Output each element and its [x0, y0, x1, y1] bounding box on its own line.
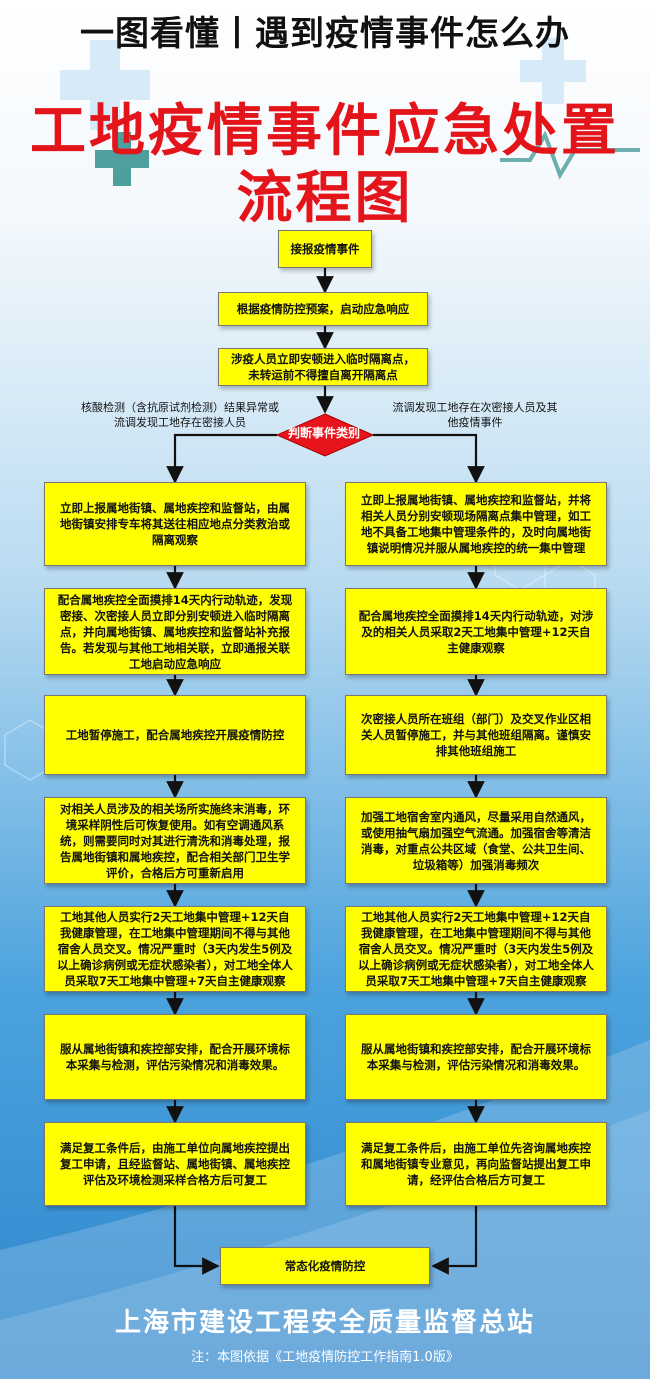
left-step-5: 工地其他人员实行2天工地集中管理+12天自我健康管理，在工地集中管理期间不得与其…	[44, 906, 306, 992]
left-step-7: 满足复工条件后，由施工单位向属地疾控提出复工申请，且经监督站、属地街镇、属地疾控…	[44, 1122, 306, 1206]
top-title: 一图看懂丨遇到疫情事件怎么办	[80, 14, 570, 54]
arrow-connector	[166, 433, 277, 484]
decision-label: 判断事件类别	[287, 426, 360, 440]
step-temporary-isolation: 涉疫人员立即安顿进入临时隔离点，未转运前不得擅自离开隔离点	[218, 348, 428, 386]
left-step-2: 配合属地疾控全面摸排14天内行动轨迹，发现密接、次密接人员立即分别安顿进入临时隔…	[44, 588, 306, 675]
footer-note: 注：本图依据《工地疫情防控工作指南1.0版》	[191, 1350, 459, 1365]
right-step-7: 满足复工条件后，由施工单位先咨询属地疾控和属地街镇专业意见，再向监督站提出复工申…	[345, 1122, 607, 1206]
left-step-6: 服从属地街镇和疾控部安排，配合开展环境标本采集与检测，评估污染情况和消毒效果。	[44, 1014, 306, 1100]
arrow-connector	[431, 1206, 478, 1275]
right-step-6: 服从属地街镇和疾控部安排，配合开展环境标本采集与检测，评估污染情况和消毒效果。	[345, 1014, 607, 1100]
left-condition-label: 核酸检测（含抗原试剂检测）结果异常或流调发现工地存在密接人员	[81, 401, 279, 429]
medical-cross-icon	[60, 40, 150, 130]
right-step-2: 配合属地疾控全面摸排14天内行动轨迹，对涉及的相关人员采取2天工地集中管理+12…	[345, 588, 607, 675]
main-title-line2: 流程图	[236, 166, 414, 231]
start-box: 接报疫情事件	[278, 230, 372, 268]
medical-cross-icon	[95, 132, 149, 186]
right-step-5: 工地其他人员实行2天工地集中管理+12天自我健康管理，在工地集中管理期间不得与其…	[345, 906, 607, 992]
medical-cross-icon	[520, 38, 586, 104]
end-box: 常态化疫情防控	[220, 1247, 430, 1285]
heartbeat-icon	[500, 130, 640, 180]
arrow-connector	[373, 433, 485, 484]
main-title-line1: 工地疫情事件应急处置	[30, 99, 620, 164]
right-step-1: 立即上报属地街镇、属地疾控和监督站，并将相关人员分别安顿现场隔离点集中管理，如工…	[345, 482, 607, 566]
arrow-connector	[173, 1206, 220, 1275]
right-step-3: 次密接人员所在班组（部门）及交叉作业区相关人员暂停施工，并与其他班组隔离。谨慎安…	[345, 695, 607, 775]
decision-diamond	[275, 413, 375, 457]
step-emergency-response: 根据疫情防控预案，启动应急响应	[218, 292, 428, 326]
left-step-1: 立即上报属地街镇、属地疾控和监督站，由属地街镇安排专车将其送往相应地点分类救治或…	[44, 482, 306, 566]
left-step-4: 对相关人员涉及的相关场所实施终末消毒，环境采样阴性后可恢复使用。如有空调通风系统…	[44, 797, 306, 884]
footer-organization: 上海市建设工程安全质量监督总站	[114, 1308, 535, 1338]
left-step-3: 工地暂停施工，配合属地疾控开展疫情防控	[44, 695, 306, 775]
right-step-4: 加强工地宿舍室内通风，尽量采用自然通风，或使用抽气扇加强空气流通。加强宿舍等清洁…	[345, 797, 607, 884]
right-condition-label: 流调发现工地存在次密接人员及其他疫情事件	[392, 401, 558, 429]
